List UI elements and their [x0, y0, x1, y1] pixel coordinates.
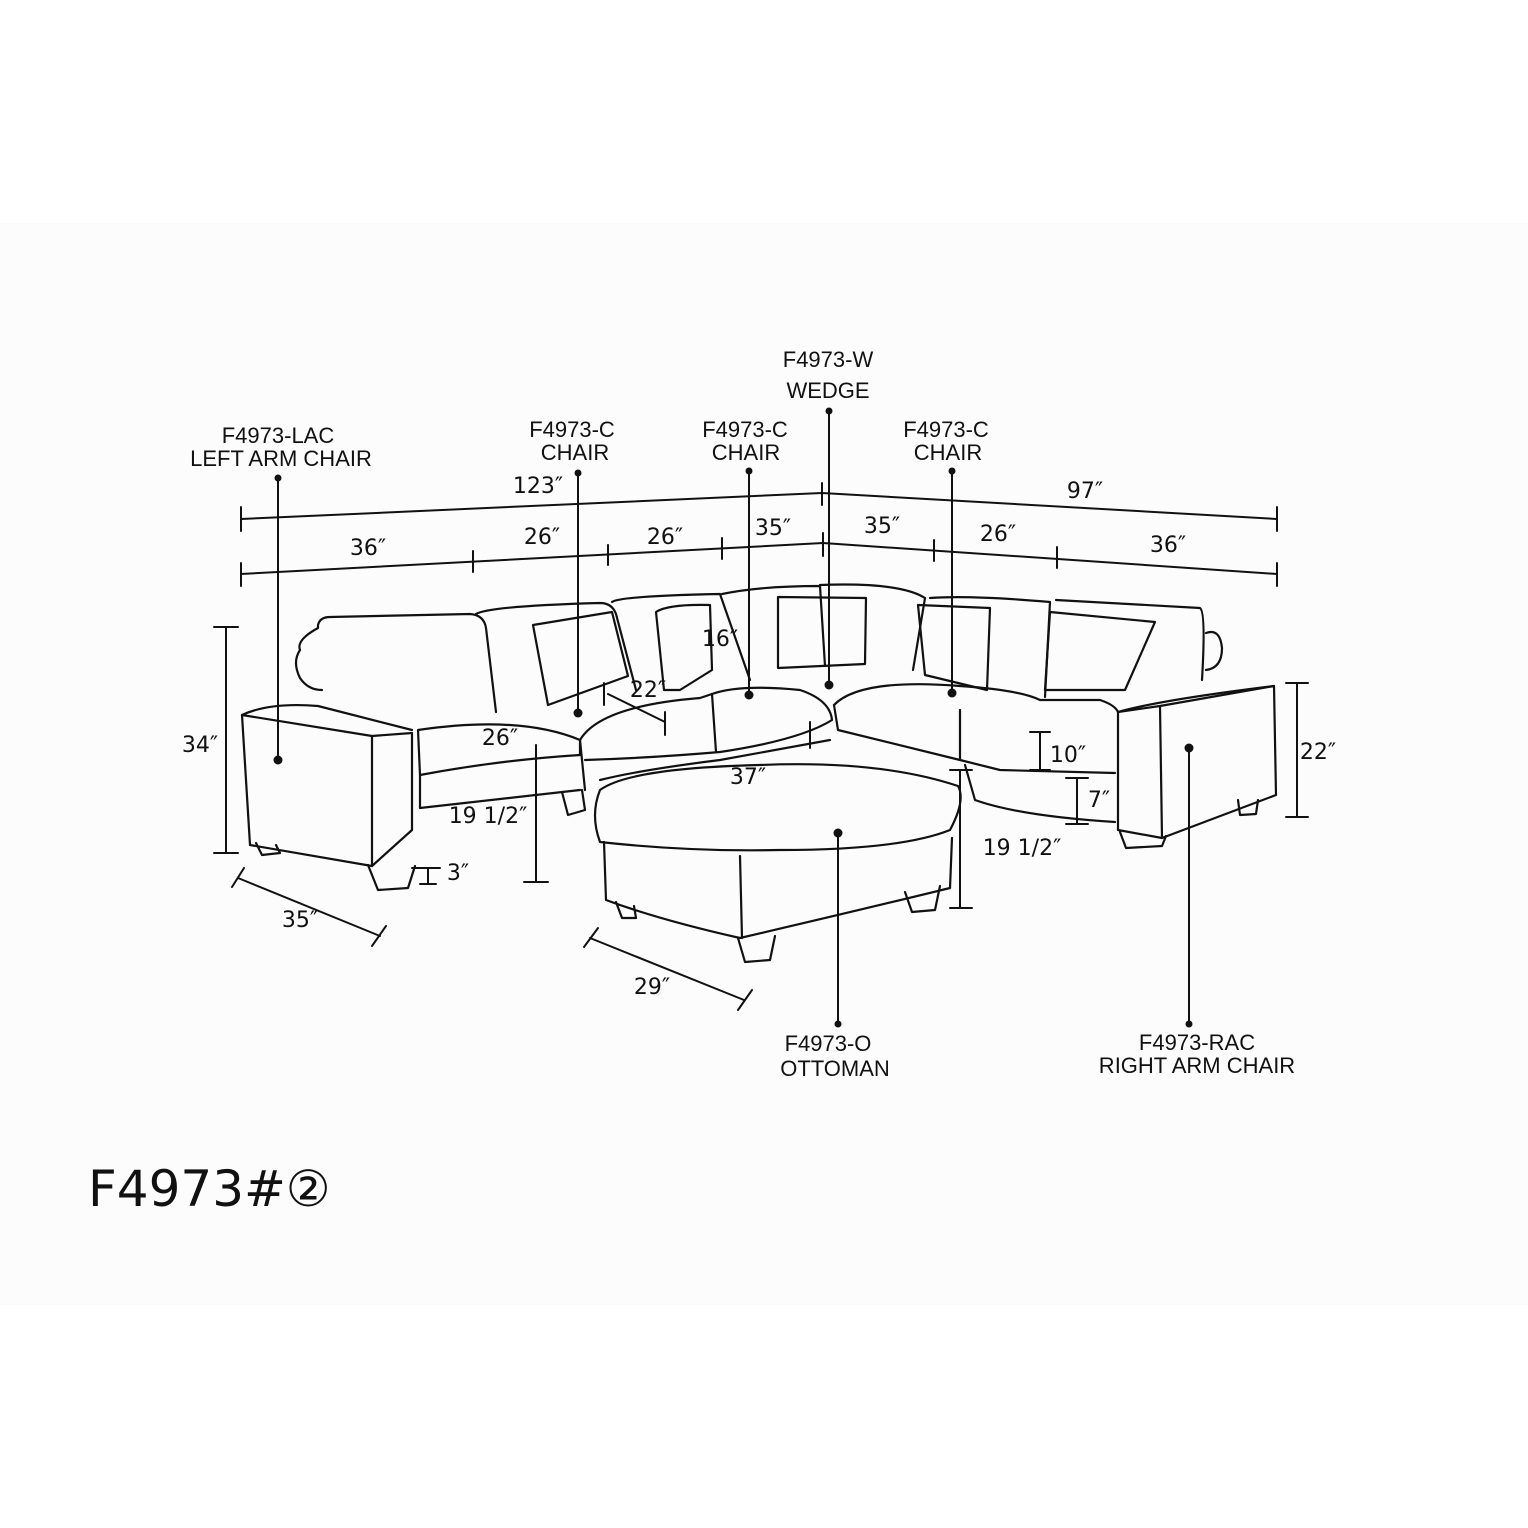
dim-overall-right: 97″: [1066, 479, 1104, 504]
model-code: F4973#②: [88, 1160, 331, 1218]
dim-wedge-right: 35″: [863, 514, 901, 539]
ottoman-outline: [593, 763, 962, 964]
dim-chair3-width: 26″: [979, 522, 1017, 547]
dim-chair2-width: 26″: [646, 525, 684, 550]
right-arm-chair-name: RIGHT ARM CHAIR: [1098, 1053, 1296, 1078]
dim-ottoman-width: 37″: [729, 765, 767, 790]
leader-dots: [273, 407, 1194, 1028]
right-arm-chair-outline: [1116, 684, 1278, 850]
dim-ottoman-depth: 29″: [633, 975, 671, 1000]
chair-3-name: CHAIR: [913, 440, 983, 465]
leader-lines: [277, 409, 1190, 1025]
dim-cushion-thickness: 10″: [1049, 743, 1087, 768]
chair-1-code: F4973-C: [529, 417, 615, 442]
dim-ottoman-height: 19 1/2″: [982, 836, 1062, 861]
dim-overall-left: 123″: [512, 474, 564, 499]
left-arm-chair-code: F4973-LAC: [221, 423, 335, 448]
dim-back-height: 16″: [701, 627, 739, 652]
dim-arm-height: 22″: [1299, 740, 1337, 765]
chair-2-name: CHAIR: [711, 440, 781, 465]
chair-2-code: F4973-C: [702, 417, 788, 442]
dim-total-height: 34″: [181, 733, 219, 758]
wedge-name: WEDGE: [786, 378, 870, 403]
dim-base-height: 7″: [1087, 788, 1111, 813]
detail-dimension-lines: [213, 626, 1309, 1011]
dim-chair1-width: 26″: [523, 525, 561, 550]
dim-seat-depth: 22″: [629, 678, 667, 703]
dim-wedge-left: 35″: [754, 516, 792, 541]
overall-dimension-lines: [240, 482, 1278, 587]
dim-depth: 35″: [281, 908, 319, 933]
chair-1-name: CHAIR: [540, 440, 610, 465]
dim-seat-height: 19 1/2″: [448, 804, 528, 829]
left-arm-chair-outline: [240, 601, 638, 892]
ottoman-code: F4973-O: [784, 1031, 872, 1056]
right-arm-chair-code: F4973-RAC: [1138, 1030, 1256, 1055]
ottoman-name: OTTOMAN: [780, 1056, 890, 1081]
dim-rac-width: 36″: [1149, 533, 1187, 558]
wedge-code: F4973-W: [782, 347, 874, 372]
dim-leg-height: 3″: [446, 861, 470, 886]
chair-outlines: [531, 583, 1224, 824]
chair-3-code: F4973-C: [903, 417, 989, 442]
dim-seat-width: 26″: [481, 726, 519, 751]
dim-lac-width: 36″: [349, 536, 387, 561]
left-arm-chair-name: LEFT ARM CHAIR: [190, 446, 372, 471]
